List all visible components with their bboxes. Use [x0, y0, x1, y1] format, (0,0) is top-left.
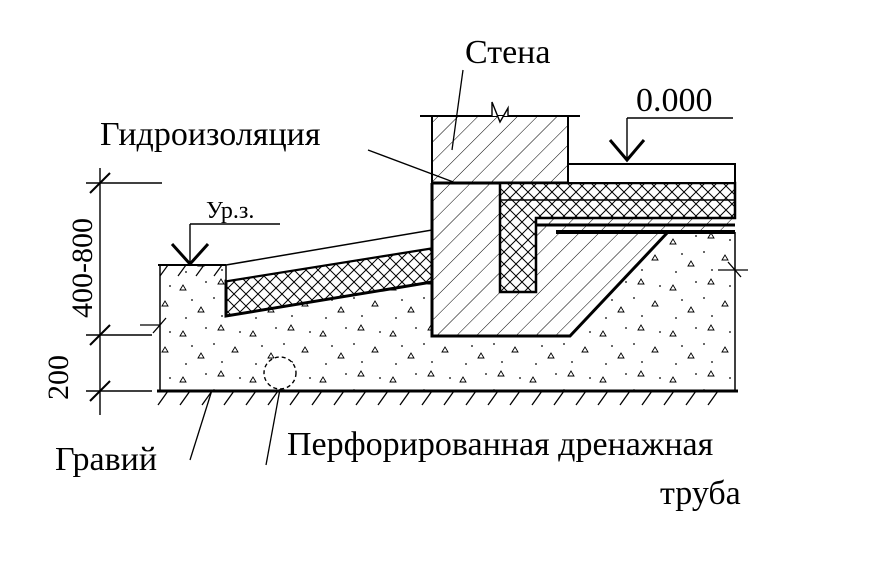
- wall: [420, 101, 580, 184]
- elevation-marker: [608, 117, 733, 163]
- ground-level-arrow-icon: [170, 242, 210, 267]
- gravel-layer: [140, 232, 748, 390]
- wall-label: Стена: [465, 34, 550, 71]
- drain-pipe-label-line1: Перфорированная дренажная: [287, 426, 714, 463]
- elevation-label: 0.000: [636, 82, 713, 119]
- ground-base-line: [157, 389, 738, 406]
- dim-lower-label: 200: [42, 355, 75, 400]
- dim-upper-label: 400-800: [66, 218, 99, 318]
- ground-surface: [158, 264, 226, 277]
- drain-pipe-label-line2: труба: [660, 475, 741, 512]
- waterproofing-label: Гидроизоляция: [100, 116, 321, 153]
- floor-slab: [536, 163, 736, 234]
- leader-lines: [189, 69, 464, 466]
- drain-pipe-icon: [263, 356, 297, 390]
- ground-level-label: Ур.з.: [206, 198, 254, 224]
- dimension-chain: [86, 168, 162, 415]
- ground-level-marker: [170, 223, 280, 267]
- elevation-arrow-icon: [608, 139, 646, 163]
- gravel-label: Гравий: [55, 441, 157, 478]
